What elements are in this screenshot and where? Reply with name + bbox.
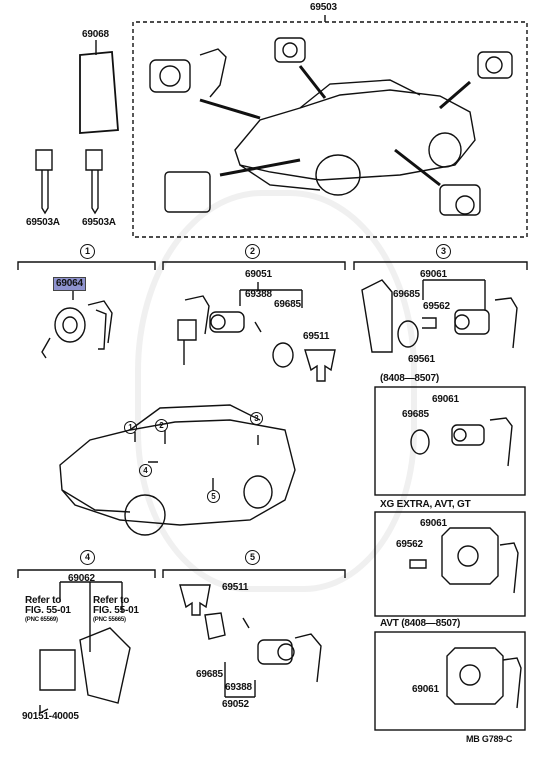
part-label-69052: 69052 <box>222 699 249 710</box>
variant-box-2 <box>374 511 526 617</box>
car-top-drawing <box>234 79 476 196</box>
assembly-label: 69503 <box>310 2 337 13</box>
variant-box-1 <box>374 386 526 496</box>
part-label-69511: 69511 <box>303 331 330 342</box>
car-marker-2: 2 <box>155 419 168 432</box>
variant-1-part-69061: 69061 <box>432 394 459 405</box>
section-number-1: 1 <box>80 244 95 259</box>
assembly-frame <box>132 21 528 238</box>
lock-cylinder-top-4 <box>164 171 211 213</box>
part-label-69562: 69562 <box>423 301 450 312</box>
part-label-69064[interactable]: 69064 <box>53 277 86 291</box>
part-label-69685: 69685 <box>274 299 301 310</box>
car-marker-1: 1 <box>124 421 137 434</box>
key-cover <box>79 51 119 134</box>
ref-2-pnc: (PNC 55665) <box>93 617 126 623</box>
variant-1-part-69685: 69685 <box>402 409 429 420</box>
variant-3-parts <box>446 647 522 709</box>
ref-1-text: Refer to <box>25 595 62 606</box>
variant-1-parts <box>410 417 513 467</box>
key-icon-b <box>85 149 103 215</box>
bracket-section-5 <box>162 569 346 578</box>
bracket-section-3 <box>353 261 528 270</box>
car-middle-drawing <box>59 404 296 536</box>
part-label-69685-s5: 69685 <box>196 669 223 680</box>
lock-cylinder-top-5 <box>439 184 481 216</box>
car-marker-3: 3 <box>250 412 263 425</box>
key-label-b: 69503A <box>82 217 116 228</box>
bracket-section-1 <box>17 261 156 270</box>
part-label-69388: 69388 <box>245 289 272 300</box>
section-number-5: 5 <box>245 550 260 565</box>
variant-box-3 <box>374 631 526 731</box>
ref-1-fig[interactable]: FIG. 55-01 <box>25 605 71 616</box>
section-number-3: 3 <box>436 244 451 259</box>
part-label-69051: 69051 <box>245 269 272 280</box>
variant-1-title: (8408—8507) <box>380 373 439 384</box>
lock-section-1 <box>41 290 113 359</box>
part-label-69685-s3: 69685 <box>393 289 420 300</box>
variant-3-title: AVT (8408—8507) <box>380 618 461 629</box>
variant-2-part-69562: 69562 <box>396 539 423 550</box>
bracket-section-2 <box>162 261 346 270</box>
ref-2-text: Refer to <box>93 595 130 606</box>
lock-section-4 <box>39 581 131 715</box>
lock-cylinder-top-2 <box>274 37 306 63</box>
ref-1-pnc: (PNC 65569) <box>25 617 58 623</box>
section-number-4: 4 <box>80 550 95 565</box>
car-marker-5: 5 <box>207 490 220 503</box>
cover-label: 69068 <box>82 29 109 40</box>
lock-section-3 <box>361 279 518 353</box>
variant-3-part-69061: 69061 <box>412 684 439 695</box>
diagram-code: MB G789-C <box>466 734 513 744</box>
part-label-69388-s5: 69388 <box>225 682 252 693</box>
lock-cylinder-top-3 <box>477 51 513 79</box>
part-label-69561: 69561 <box>408 354 435 365</box>
section-number-2: 2 <box>245 244 260 259</box>
part-label-69061: 69061 <box>420 269 447 280</box>
part-label-69511-s5: 69511 <box>222 582 249 593</box>
bracket-section-4 <box>17 569 156 578</box>
ref-2-fig[interactable]: FIG. 55-01 <box>93 605 139 616</box>
key-icon-a <box>35 149 53 215</box>
part-label-90151-40005: 90151-40005 <box>22 711 79 722</box>
variant-2-title: XG EXTRA, AVT, GT <box>380 499 471 510</box>
car-marker-4: 4 <box>139 464 152 477</box>
watermark-emblem <box>135 190 417 592</box>
lock-cylinder-top-1 <box>149 48 227 98</box>
variant-2-parts <box>409 527 519 594</box>
lock-section-2 <box>177 282 336 382</box>
key-label-a: 69503A <box>26 217 60 228</box>
variant-2-part-69061: 69061 <box>420 518 447 529</box>
lock-section-5 <box>179 584 322 698</box>
part-label-69062: 69062 <box>68 573 95 584</box>
